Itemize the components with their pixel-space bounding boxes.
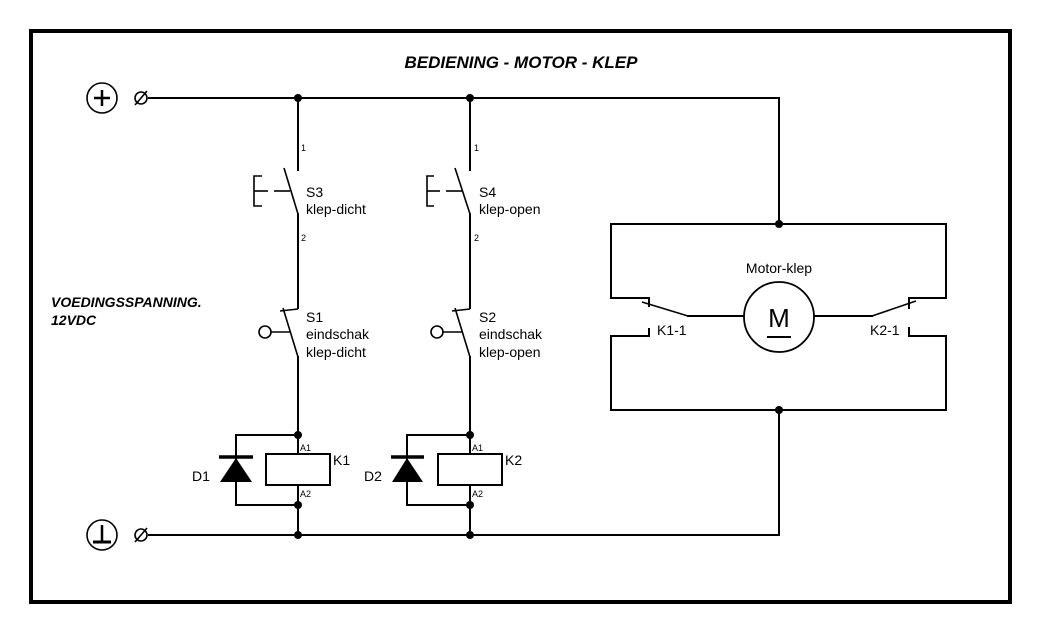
s3-label: S3	[306, 184, 323, 200]
limit-switch-roller-icon	[258, 325, 290, 339]
motor-icon: M	[743, 281, 815, 353]
motor-bridge: K1-1 K2-1 M Motor-klep	[610, 220, 947, 414]
limit-switch-roller-icon	[430, 325, 462, 339]
junction-dot	[775, 220, 783, 228]
diagram-title: BEDIENING - MOTOR - KLEP	[405, 53, 639, 72]
relay-contact-k2-1-icon	[813, 297, 917, 337]
s4-desc: klep-open	[479, 201, 541, 217]
d1-label: D1	[192, 468, 210, 484]
ground-terminal-icon	[86, 519, 118, 551]
motor-label: Motor-klep	[746, 260, 812, 276]
positive-terminal-icon	[86, 82, 118, 114]
k1-label: K1	[333, 452, 350, 468]
s2-desc1: eindschak	[479, 326, 543, 342]
s4-pin-2: 2	[474, 233, 479, 243]
k1-1-label: K1-1	[657, 322, 687, 338]
branch-k2: 1 2 S4 klep-open S2 eindschak klep-open …	[364, 97, 543, 536]
relay-coil-k2	[437, 453, 503, 486]
screw-terminal-icon	[134, 527, 148, 543]
relay-coil-k1	[265, 453, 331, 486]
s1-desc1: eindschak	[306, 326, 370, 342]
junction-dot	[775, 406, 783, 414]
positive-rail	[148, 97, 780, 225]
s3-pin-1: 1	[301, 143, 306, 153]
k1-pin-a1: A1	[300, 443, 311, 453]
s3-desc: klep-dicht	[306, 201, 366, 217]
k2-1-label: K2-1	[870, 322, 900, 338]
k2-pin-a1: A1	[472, 443, 483, 453]
s4-label: S4	[479, 184, 496, 200]
diagram-frame	[29, 29, 1012, 604]
motor-symbol: M	[768, 303, 790, 333]
supply-label-line1: VOEDINGSSPANNING.	[51, 294, 202, 310]
branch-k1: 1 2 S3 klep-dicht S1 eindschak klep-dich…	[192, 97, 370, 536]
k2-label: K2	[505, 452, 522, 468]
diode-d1-icon	[219, 455, 253, 482]
pushbutton-actuator-icon	[426, 175, 462, 207]
k2-pin-a2: A2	[472, 489, 483, 499]
supply-label-line2: 12VDC	[51, 312, 97, 328]
s1-label: S1	[306, 309, 323, 325]
diode-d2-icon	[391, 455, 424, 482]
relay-contact-k1-1-icon	[641, 297, 744, 337]
s2-desc2: klep-open	[479, 344, 541, 360]
screw-terminal-icon	[134, 90, 148, 106]
k1-pin-a2: A2	[300, 489, 311, 499]
ground-rail	[148, 409, 780, 536]
s3-pin-2: 2	[301, 233, 306, 243]
s2-label: S2	[479, 309, 496, 325]
s1-desc2: klep-dicht	[306, 344, 366, 360]
d2-label: D2	[364, 468, 382, 484]
pushbutton-actuator-icon	[253, 175, 290, 207]
s4-pin-1: 1	[474, 143, 479, 153]
